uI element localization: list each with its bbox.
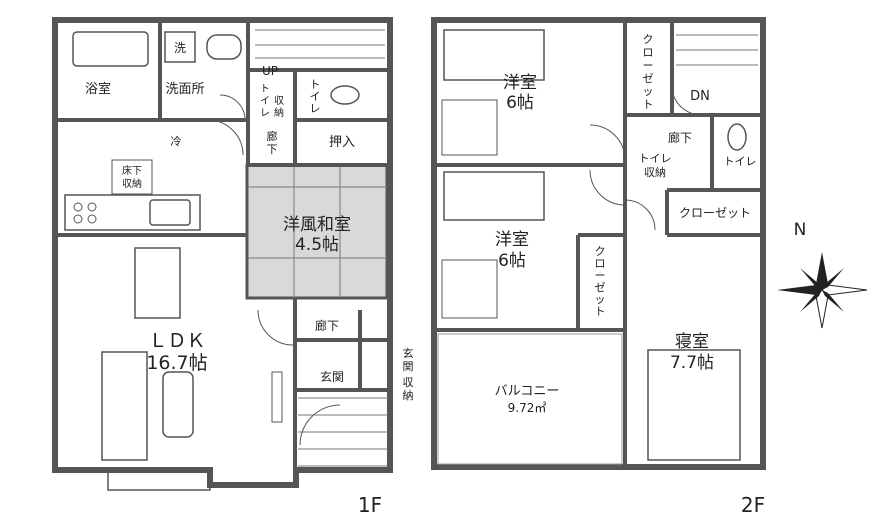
sofa xyxy=(101,351,148,461)
closet-mid-c1: ロ xyxy=(595,257,606,270)
bed-bedroom xyxy=(647,349,741,461)
stove-burners xyxy=(73,202,97,224)
closet-top-c2: ー xyxy=(643,59,654,72)
door-swings-2f xyxy=(589,89,703,231)
tatami-room-name: 洋風和室 xyxy=(283,215,351,235)
compass-north-label: N xyxy=(794,220,807,240)
up-label: UP xyxy=(262,64,278,78)
hall-top-c1: 下 xyxy=(267,143,278,156)
compass-arrow-east xyxy=(821,284,868,296)
toilet-storage-1f-c4: 納 xyxy=(274,106,284,119)
washer-label: 洗 xyxy=(174,41,186,55)
toilet-storage-1f-c2: レ xyxy=(260,108,270,119)
entrance-storage-c0: 玄 xyxy=(403,346,414,360)
desk-room-top xyxy=(441,99,498,156)
ldk-name: ＬＤＫ xyxy=(148,330,205,352)
door-swings-1f xyxy=(207,94,341,446)
floor2-plan: 洋室 6帖 洋室 6帖 ク ロ ー ゼ ッ ト ク ロ ー ゼ ッ ト クローゼ… xyxy=(431,17,766,517)
washbasin xyxy=(206,34,242,60)
floor1-interior-walls xyxy=(55,20,390,470)
tatami-room-size: 4.5帖 xyxy=(295,235,339,255)
floor2-outer-wall xyxy=(431,17,766,470)
kitchen-sink xyxy=(149,199,191,226)
kitchen-counter xyxy=(64,194,201,231)
entrance-storage-c3: 納 xyxy=(403,389,414,402)
compass-arrow-nw xyxy=(800,268,822,290)
toilet-2f-fixture xyxy=(727,123,747,151)
floor1-label: 1F xyxy=(358,493,382,517)
closet-mid-label: ク ロ ー ゼ ッ ト xyxy=(595,245,606,318)
compass-rose xyxy=(777,252,868,329)
bedroom-name: 寝室 xyxy=(675,331,709,352)
toilet-1f-c0: ト xyxy=(310,78,321,91)
coffee-table xyxy=(162,371,194,438)
bedroom-size: 7.7帖 xyxy=(670,353,714,373)
closet-top-c1: ロ xyxy=(643,46,654,59)
hall-2f-label: 廊下 xyxy=(668,130,692,145)
washer-box xyxy=(164,31,196,63)
fridge-label: 冷 xyxy=(171,135,182,148)
compass-arrow-west xyxy=(777,285,822,295)
closet-top-c5: ト xyxy=(643,98,654,111)
tatami-lines xyxy=(247,165,387,298)
toilet-storage-2f-1: 収納 xyxy=(644,166,666,179)
closet-mid-c3: ゼ xyxy=(595,281,606,294)
floor1-plan: 浴室 洗面所 洗 UP ト イ レ 収 納 ト イ レ 廊 下 押入 冷 床下 … xyxy=(52,17,414,517)
entrance-storage-c2: 収 xyxy=(403,376,414,389)
toilet-2f-label: トイレ xyxy=(724,155,757,168)
closet-top-label: ク ロ ー ゼ ッ ト xyxy=(643,33,654,111)
room-top-name: 洋室 xyxy=(503,73,537,93)
underfloor-label-0: 床下 xyxy=(122,164,142,177)
desk-room-mid xyxy=(441,259,498,319)
compass-arrow-north xyxy=(816,252,828,290)
toilet-1f-c1: イ xyxy=(310,90,321,103)
bed-room-top xyxy=(443,29,545,81)
closet-mid-c4: ッ xyxy=(595,293,606,306)
balcony-size: 9.72㎡ xyxy=(508,401,547,415)
closet-right-label: クローゼット xyxy=(679,206,751,220)
compass-arrow-ne xyxy=(822,268,844,290)
room-top-size: 6帖 xyxy=(506,93,534,113)
closet-mid-c0: ク xyxy=(595,245,606,258)
bath-label: 浴室 xyxy=(85,81,111,97)
floor1-outer-wall xyxy=(52,17,393,488)
entrance-storage-c1: 関 xyxy=(403,360,414,373)
toilet-storage-2f-0: トイレ xyxy=(639,152,672,165)
balcony-area xyxy=(437,333,623,465)
underfloor-storage xyxy=(111,159,153,195)
stairs-1f xyxy=(255,29,388,467)
tv-stand xyxy=(271,371,283,423)
toilet-storage-1f-c1: イ xyxy=(260,96,270,107)
floor2-interior-walls xyxy=(434,20,763,467)
entrance-label: 玄関 xyxy=(320,369,344,384)
hall-bottom-label: 廊下 xyxy=(315,318,339,333)
toilet-1f-c2: レ xyxy=(310,102,321,115)
toilet-fixture xyxy=(330,85,360,105)
closet-1f-label: 押入 xyxy=(329,135,355,150)
toilet-storage-1f-c0: ト xyxy=(260,84,270,95)
closet-top-c0: ク xyxy=(643,33,654,46)
compass-arrow-sw xyxy=(800,290,822,312)
ldk-size: 16.7帖 xyxy=(146,352,207,374)
balcony-name: バルコニー xyxy=(495,384,560,399)
closet-mid-c5: ト xyxy=(595,305,606,318)
bathtub xyxy=(72,31,149,67)
stairs-2f xyxy=(676,34,758,66)
washroom-label: 洗面所 xyxy=(165,82,204,97)
compass-arrow-se xyxy=(822,290,844,312)
closet-top-c4: ッ xyxy=(643,85,654,98)
toilet-storage-1f-c3: 収 xyxy=(274,95,284,107)
dn-label: DN xyxy=(690,89,710,104)
floor2-label: 2F xyxy=(741,493,765,517)
room-mid-name: 洋室 xyxy=(495,230,529,250)
bay-window xyxy=(107,469,211,491)
underfloor-label-1: 収納 xyxy=(122,177,142,190)
room-mid-size: 6帖 xyxy=(498,251,526,271)
closet-top-c3: ゼ xyxy=(643,72,654,85)
hall-top-c0: 廊 xyxy=(267,129,278,143)
dining-table xyxy=(134,247,181,319)
bed-room-mid xyxy=(443,171,545,221)
closet-mid-c2: ー xyxy=(595,269,606,282)
